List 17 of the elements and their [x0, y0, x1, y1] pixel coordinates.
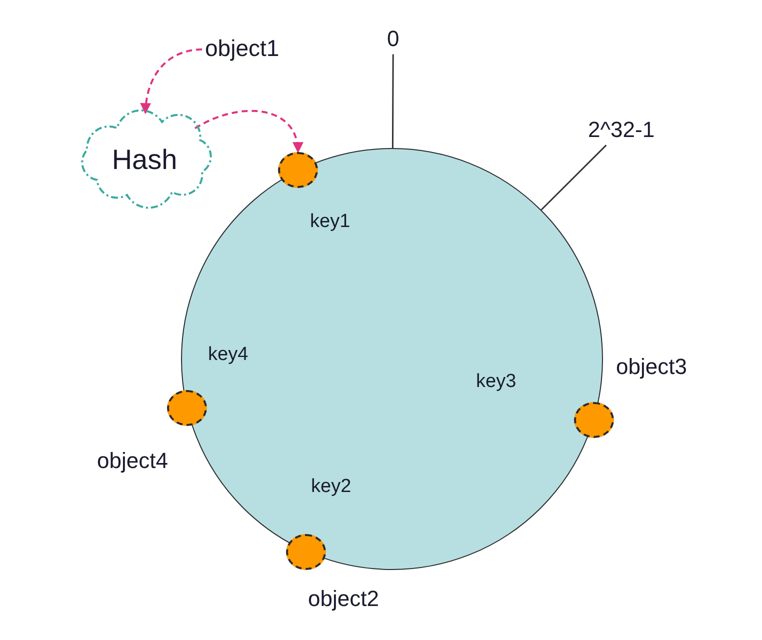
key-label: key1: [310, 212, 350, 233]
arrow: [140, 48, 202, 114]
object-label: object1: [205, 36, 280, 62]
tick-label: 2^32-1: [588, 118, 655, 142]
position-dot: [574, 402, 614, 438]
leader-line: [392, 54, 394, 148]
object-label: object2: [308, 587, 379, 612]
position-dot: [167, 390, 207, 426]
object-label: object3: [616, 355, 687, 380]
arrow: [194, 110, 302, 154]
key-label: key4: [208, 345, 248, 366]
leader-line: [540, 144, 607, 210]
tick-label: 0: [387, 27, 400, 52]
key-label: key3: [476, 372, 516, 393]
cloud-label: Hash: [112, 144, 178, 176]
key-label: key2: [311, 477, 352, 498]
object-label: object4: [97, 449, 168, 474]
